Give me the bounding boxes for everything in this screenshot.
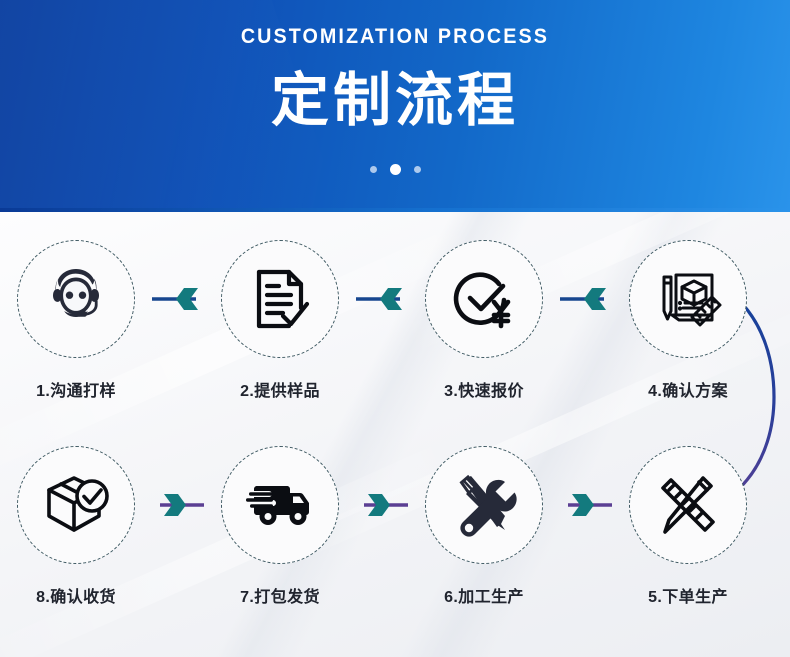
step-5-label: 5.下单生产 bbox=[648, 589, 728, 606]
process-step-6[interactable]: 6.加工生产 bbox=[408, 446, 560, 607]
flow-arrow-2-to-3 bbox=[356, 240, 408, 358]
step-8-icon-circle bbox=[17, 446, 135, 564]
step-6-label: 6.加工生产 bbox=[444, 589, 524, 606]
flow-arrow-5-to-6 bbox=[560, 446, 612, 564]
dot-center-icon bbox=[389, 164, 401, 175]
step-5-icon-circle bbox=[629, 446, 747, 564]
price-check-yuan-icon bbox=[453, 272, 511, 329]
step-4-icon-circle bbox=[629, 240, 747, 358]
step-7-label: 7.打包发货 bbox=[240, 589, 320, 606]
arrow-left-icon bbox=[160, 494, 204, 516]
step-1-icon-circle bbox=[17, 240, 135, 358]
step-2-label: 2.提供样品 bbox=[240, 383, 320, 400]
process-step-5[interactable]: 5.下单生产 bbox=[612, 446, 764, 607]
step-8-label: 8.确认收货 bbox=[36, 589, 116, 606]
dot-left-icon bbox=[369, 166, 377, 173]
banner-chinese-title: 定制流程 bbox=[270, 68, 519, 133]
arrow-right-icon bbox=[356, 288, 402, 310]
page-header-banner: CUSTOMIZATION PROCESS 定制流程 bbox=[0, 0, 790, 212]
wrench-screwdriver-icon bbox=[459, 474, 517, 537]
dot-right-icon bbox=[413, 166, 421, 173]
arrow-left-icon bbox=[568, 494, 612, 516]
process-step-3[interactable]: 3.快速报价 bbox=[408, 240, 560, 401]
step-6-icon-circle bbox=[425, 446, 543, 564]
step-1-label: 1.沟通打样 bbox=[36, 383, 116, 400]
arrow-left-icon bbox=[364, 494, 408, 516]
process-step-2[interactable]: 2.提供样品 bbox=[204, 240, 356, 401]
process-flow-area: 1.沟通打样 bbox=[0, 212, 790, 657]
step-3-label: 3.快速报价 bbox=[444, 383, 524, 400]
process-step-1[interactable]: 1.沟通打样 bbox=[0, 240, 152, 401]
banner-dots-decoration bbox=[369, 164, 421, 175]
step-3-icon-circle bbox=[425, 240, 543, 358]
document-check-icon bbox=[256, 269, 310, 329]
package-check-icon bbox=[47, 476, 109, 532]
arrow-right-icon bbox=[560, 288, 606, 310]
step-2-icon-circle bbox=[221, 240, 339, 358]
step-4-label: 4.确认方案 bbox=[648, 383, 728, 400]
ruler-pencil-icon bbox=[661, 476, 715, 534]
banner-english-title: CUSTOMIZATION PROCESS bbox=[240, 25, 550, 48]
flow-arrow-3-to-4 bbox=[560, 240, 612, 358]
process-row-top: 1.沟通打样 bbox=[0, 240, 747, 401]
process-step-7[interactable]: 7.打包发货 bbox=[204, 446, 356, 607]
process-step-4[interactable]: 4.确认方案 bbox=[612, 240, 764, 401]
step-7-icon-circle bbox=[221, 446, 339, 564]
flow-arrow-7-to-8 bbox=[152, 446, 204, 564]
customer-service-agent-icon bbox=[53, 269, 99, 317]
design-plan-cube-ruler-icon bbox=[662, 273, 722, 327]
arrow-right-icon bbox=[152, 288, 198, 310]
process-row-bottom: 8.确认收货 bbox=[0, 446, 747, 607]
flow-arrow-6-to-7 bbox=[356, 446, 408, 564]
process-step-8[interactable]: 8.确认收货 bbox=[0, 446, 152, 607]
flow-arrow-1-to-2 bbox=[152, 240, 204, 358]
delivery-truck-icon bbox=[246, 486, 309, 525]
